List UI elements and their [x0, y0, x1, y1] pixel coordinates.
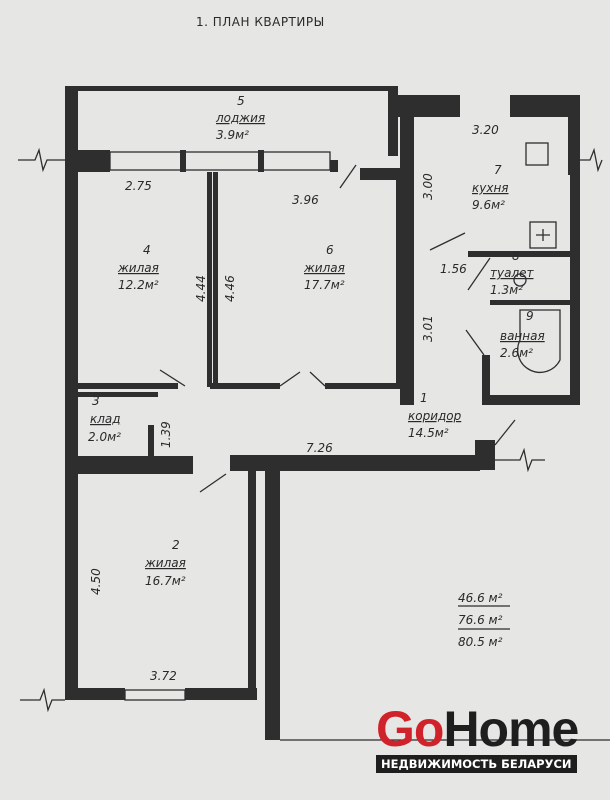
- dimension-label: 3.72: [150, 669, 177, 683]
- room-bathroom: 9 ванная 2.6м²: [500, 309, 545, 360]
- walls: [18, 86, 610, 741]
- room-toilet: 8 туалет 1.3м²: [490, 249, 534, 297]
- stove-icon: [525, 142, 549, 166]
- room-number: 8: [512, 249, 520, 263]
- dimension-label: 1.56: [440, 262, 467, 276]
- room-name: кухня: [472, 181, 509, 195]
- dimension-label: 2.75: [125, 179, 152, 193]
- dimension-label: 3.96: [292, 193, 319, 207]
- room-area: 12.2м²: [118, 278, 159, 292]
- room-corridor: 1 коридор 14.5м²: [408, 391, 462, 440]
- room-area: 16.7м²: [145, 574, 186, 588]
- total-area-with-loggia: 80.5 м²: [458, 635, 503, 649]
- dimensions: 3.20 3.00 1.56 3.01 2.75 3.96 4.44 4.46 …: [89, 123, 499, 683]
- living-area-total: 46.6 м²: [458, 591, 503, 605]
- room-number: 6: [326, 243, 334, 257]
- room-number: 2: [172, 538, 180, 552]
- room-loggia: 5 лоджия 3.9м²: [215, 94, 265, 142]
- gohome-logo: GoHome НЕДВИЖИМОСТЬ БЕЛАРУСИ: [376, 704, 579, 773]
- room-number: 9: [526, 309, 534, 323]
- room-name: туалет: [490, 266, 534, 280]
- bathtub-icon: [517, 309, 561, 373]
- dimension-label: 3.00: [421, 173, 435, 200]
- room-name: коридор: [408, 409, 462, 423]
- room-name: жилая: [144, 556, 186, 570]
- room-name: жилая: [117, 261, 159, 275]
- room-living-6: 6 жилая 17.7м²: [303, 243, 345, 292]
- area-totals: 46.6 м² 76.6 м² 80.5 м²: [458, 591, 510, 649]
- room-living-2: 2 жилая 16.7м²: [144, 538, 186, 588]
- room-name: лоджия: [215, 111, 265, 125]
- dimension-label: 1.39: [159, 421, 173, 448]
- fixtures: [513, 142, 561, 373]
- room-number: 3: [92, 394, 100, 408]
- logo-go: Go: [376, 701, 444, 757]
- dimension-label: 3.01: [421, 315, 435, 342]
- room-area: 9.6м²: [472, 198, 505, 212]
- total-area: 76.6 м²: [458, 613, 503, 627]
- dimension-label: 3.20: [472, 123, 499, 137]
- plan-title: 1. ПЛАН КВАРТИРЫ: [196, 15, 325, 29]
- room-number: 1: [420, 391, 428, 405]
- room-area: 3.9м²: [216, 128, 249, 142]
- toilet-icon: [513, 273, 527, 287]
- dimension-label: 4.50: [89, 568, 103, 595]
- dimension-label: 4.46: [223, 275, 237, 302]
- room-kitchen: 7 кухня 9.6м²: [472, 163, 509, 212]
- room-name: жилая: [303, 261, 345, 275]
- room-area: 2.6м²: [500, 346, 533, 360]
- room-name: ванная: [500, 329, 545, 343]
- dimension-label: 4.44: [194, 275, 208, 302]
- room-area: 1.3м²: [490, 283, 523, 297]
- room-living-4: 4 жилая 12.2м²: [117, 243, 159, 292]
- room-area: 2.0м²: [88, 430, 121, 444]
- room-number: 5: [237, 94, 245, 108]
- dimension-label: 7.26: [306, 441, 333, 455]
- room-number: 7: [494, 163, 502, 177]
- doors: [159, 164, 516, 493]
- sink-icon: [529, 221, 557, 249]
- room-name: клад: [90, 412, 121, 426]
- logo-tagline: НЕДВИЖИМОСТЬ БЕЛАРУСИ: [376, 755, 577, 773]
- room-number: 4: [143, 243, 151, 257]
- logo-home: Home: [443, 701, 579, 757]
- room-area: 17.7м²: [304, 278, 345, 292]
- room-storage: 3 клад 2.0м²: [88, 394, 121, 444]
- room-area: 14.5м²: [408, 426, 449, 440]
